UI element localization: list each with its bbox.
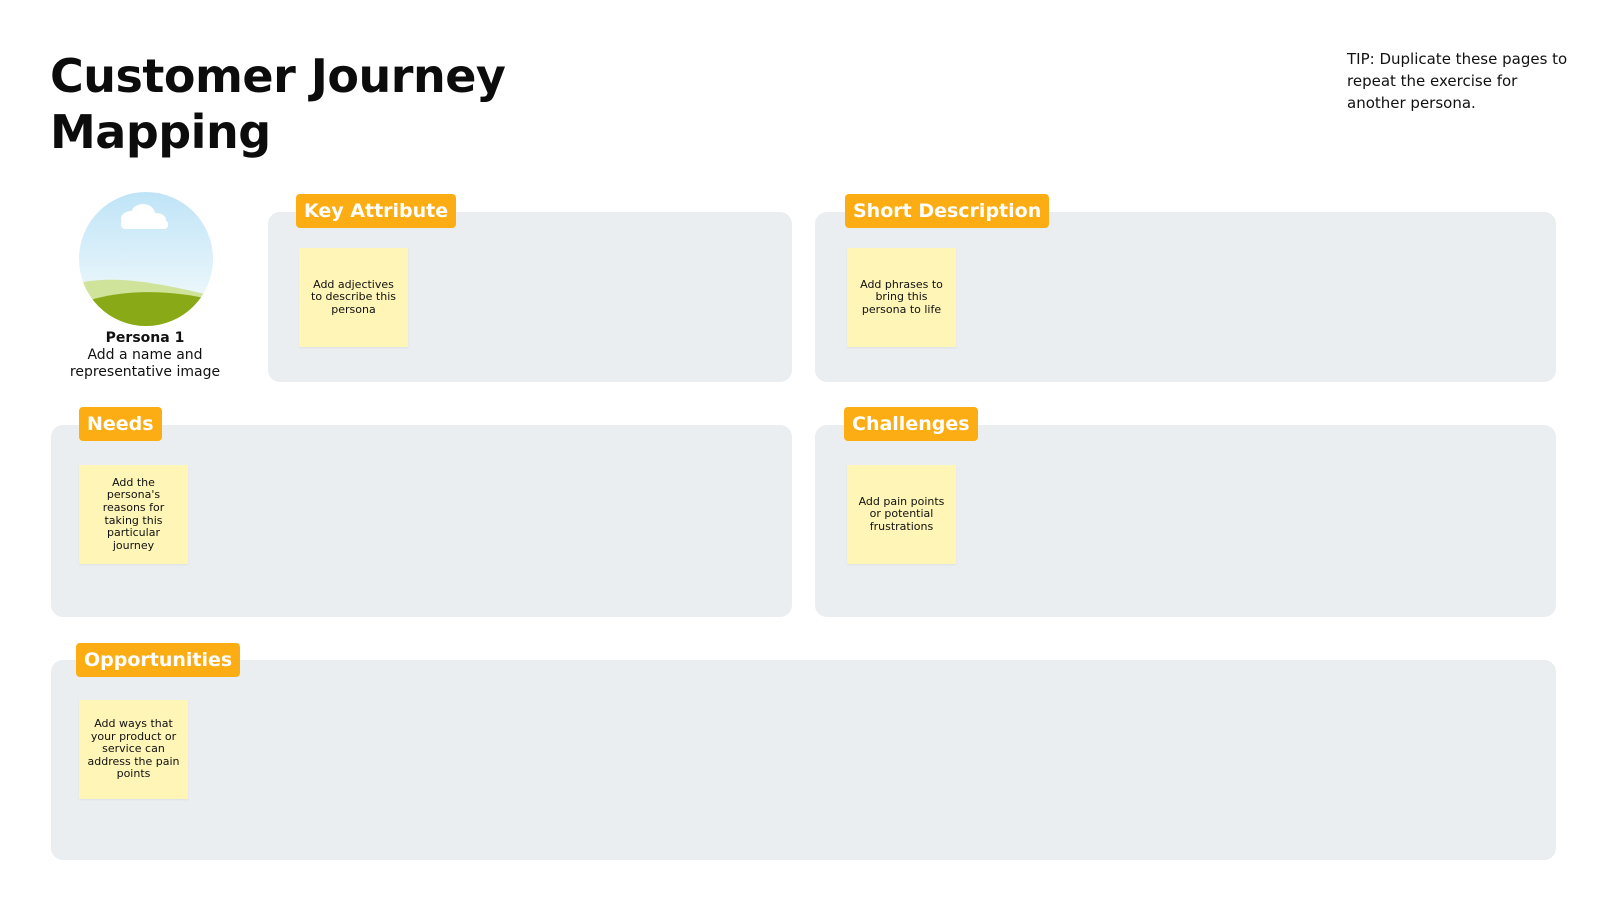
persona-hint-line-2: representative image <box>69 364 221 380</box>
tip-line-2: repeat the exercise for <box>1347 72 1518 90</box>
needs-note-text: Add the persona's reasons for taking thi… <box>102 475 165 552</box>
opportunities-note-text: Add ways that your product or service ca… <box>87 717 180 781</box>
short-description-label: Short Description <box>845 194 1050 228</box>
persona-image-placeholder[interactable] <box>79 192 213 326</box>
persona-name[interactable]: Persona 1 <box>105 330 185 346</box>
page-title-line-2: Mapping <box>50 105 271 159</box>
key-attribute-sticky-note[interactable]: Add adjectives to describe this persona <box>299 248 408 347</box>
page-title-line-1: Customer Journey <box>50 49 506 103</box>
short-description-note-text: Add phrases to bring this persona to lif… <box>860 277 943 316</box>
page-title: Customer Journey Mapping <box>50 48 506 160</box>
persona-hint-line-1: Add a name and <box>87 347 203 363</box>
tip-text: TIP: Duplicate these pages to repeat the… <box>1347 48 1577 114</box>
key-attribute-label: Key Attribute <box>296 194 457 228</box>
persona-hint: Add a name and representative image <box>60 347 230 381</box>
tip-line-3: another persona. <box>1347 94 1476 112</box>
opportunities-label: Opportunities <box>76 643 241 677</box>
short-description-sticky-note[interactable]: Add phrases to bring this persona to lif… <box>847 248 956 347</box>
tip-line-1: TIP: Duplicate these pages to <box>1347 50 1568 68</box>
needs-label: Needs <box>79 407 162 441</box>
challenges-sticky-note[interactable]: Add pain points or potential frustration… <box>847 465 956 564</box>
challenges-note-text: Add pain points or potential frustration… <box>858 494 945 533</box>
key-attribute-note-text: Add adjectives to describe this persona <box>311 277 396 316</box>
needs-sticky-note[interactable]: Add the persona's reasons for taking thi… <box>79 465 188 564</box>
opportunities-panel <box>51 660 1556 860</box>
opportunities-sticky-note[interactable]: Add ways that your product or service ca… <box>79 700 188 799</box>
landscape-image-icon <box>79 192 213 326</box>
challenges-label: Challenges <box>844 407 978 441</box>
cloud-icon <box>121 204 168 229</box>
